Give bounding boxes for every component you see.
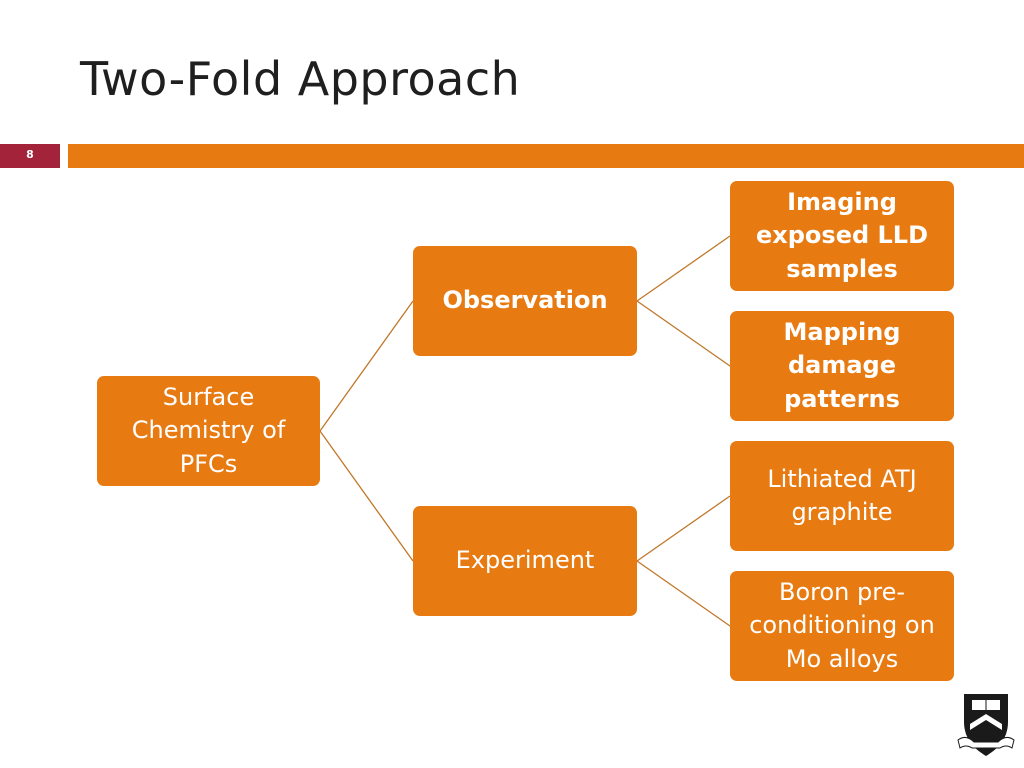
slide-number: 8: [0, 144, 60, 168]
root-node: Surface Chemistry of PFCs: [97, 376, 320, 486]
boron-preconditioning-node: Boron pre-conditioning on Mo alloys: [730, 571, 954, 681]
connector-root-experiment: [319, 430, 414, 562]
slide-title: Two-Fold Approach: [80, 52, 521, 106]
accent-bar: [68, 144, 1024, 168]
observation-node: Observation: [413, 246, 637, 356]
connector-experiment-lithiated: [636, 495, 731, 562]
connector-root-observation: [319, 300, 414, 432]
connector-experiment-boron: [636, 560, 731, 627]
experiment-node: Experiment: [413, 506, 637, 616]
imaging-samples-node: Imaging exposed LLD samples: [730, 181, 954, 291]
mapping-damage-node: Mapping damage patterns: [730, 311, 954, 421]
connector-observation-imaging: [636, 235, 731, 302]
connector-observation-mapping: [636, 300, 731, 367]
lithiated-graphite-node: Lithiated ATJ graphite: [730, 441, 954, 551]
university-shield-logo: [957, 694, 1015, 756]
